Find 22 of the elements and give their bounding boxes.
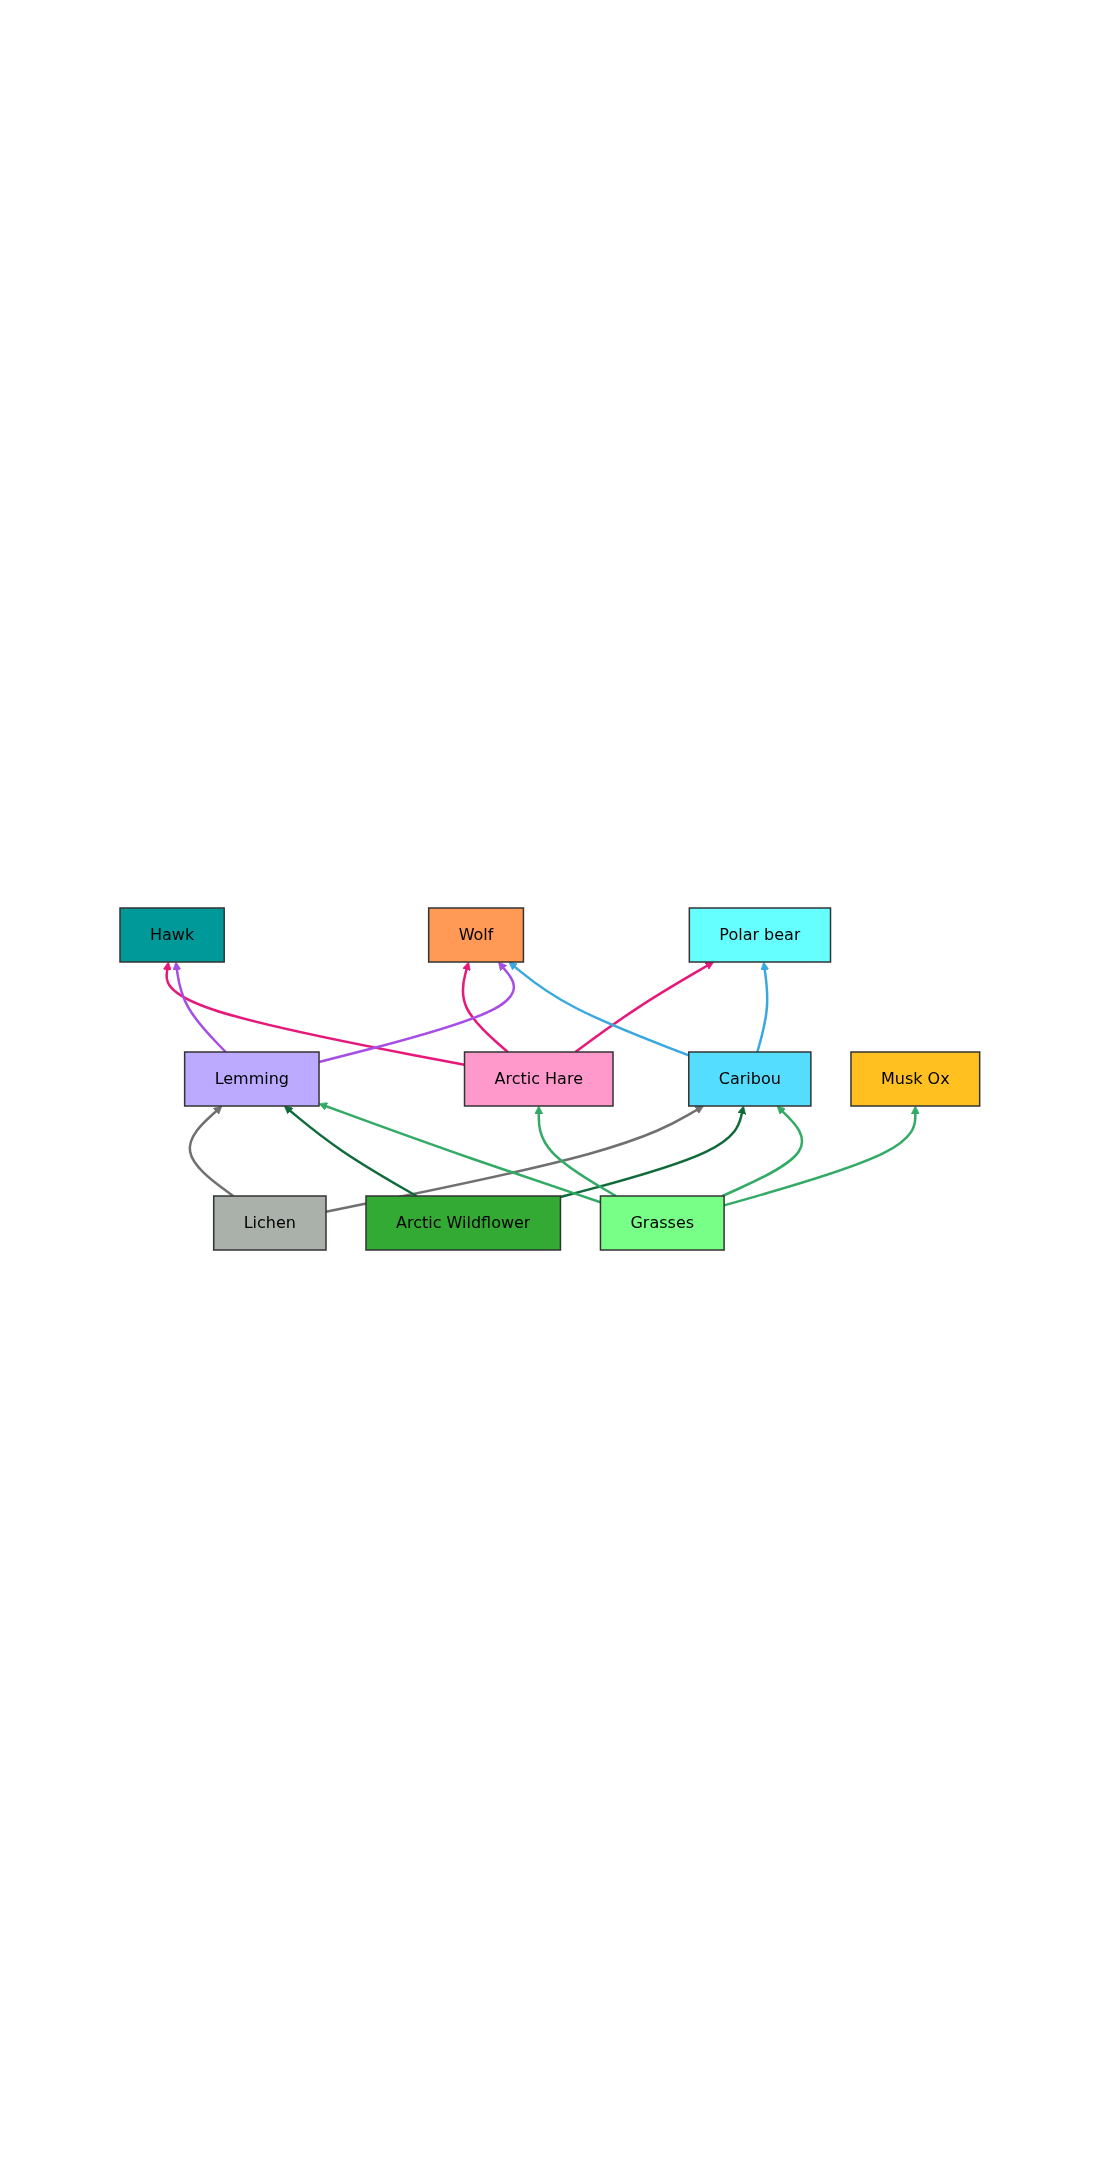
- node-box: Lemming: [184, 1051, 320, 1107]
- node-box: Hawk: [119, 907, 226, 963]
- arrow: [461, 961, 509, 1053]
- node-box: Caribou: [688, 1051, 812, 1107]
- arrow: [318, 1102, 601, 1204]
- node-box: Grasses: [599, 1195, 725, 1251]
- node-box: Polar bear: [688, 907, 832, 963]
- node-box: Wolf: [428, 907, 525, 963]
- arrow: [172, 961, 227, 1053]
- node-box: Arctic Wildflower: [365, 1195, 562, 1251]
- arrow: [574, 961, 715, 1053]
- arrow: [560, 1105, 747, 1199]
- arrow: [723, 1105, 920, 1207]
- arrow: [284, 1105, 418, 1198]
- node-box: Musk Ox: [850, 1051, 981, 1107]
- arrow: [188, 1105, 235, 1197]
- node-box: Lichen: [213, 1195, 327, 1251]
- arrow: [163, 961, 465, 1067]
- arrow: [534, 1105, 617, 1198]
- arrow: [722, 1105, 804, 1198]
- node-box: Arctic Hare: [463, 1051, 614, 1107]
- arrow: [756, 961, 770, 1053]
